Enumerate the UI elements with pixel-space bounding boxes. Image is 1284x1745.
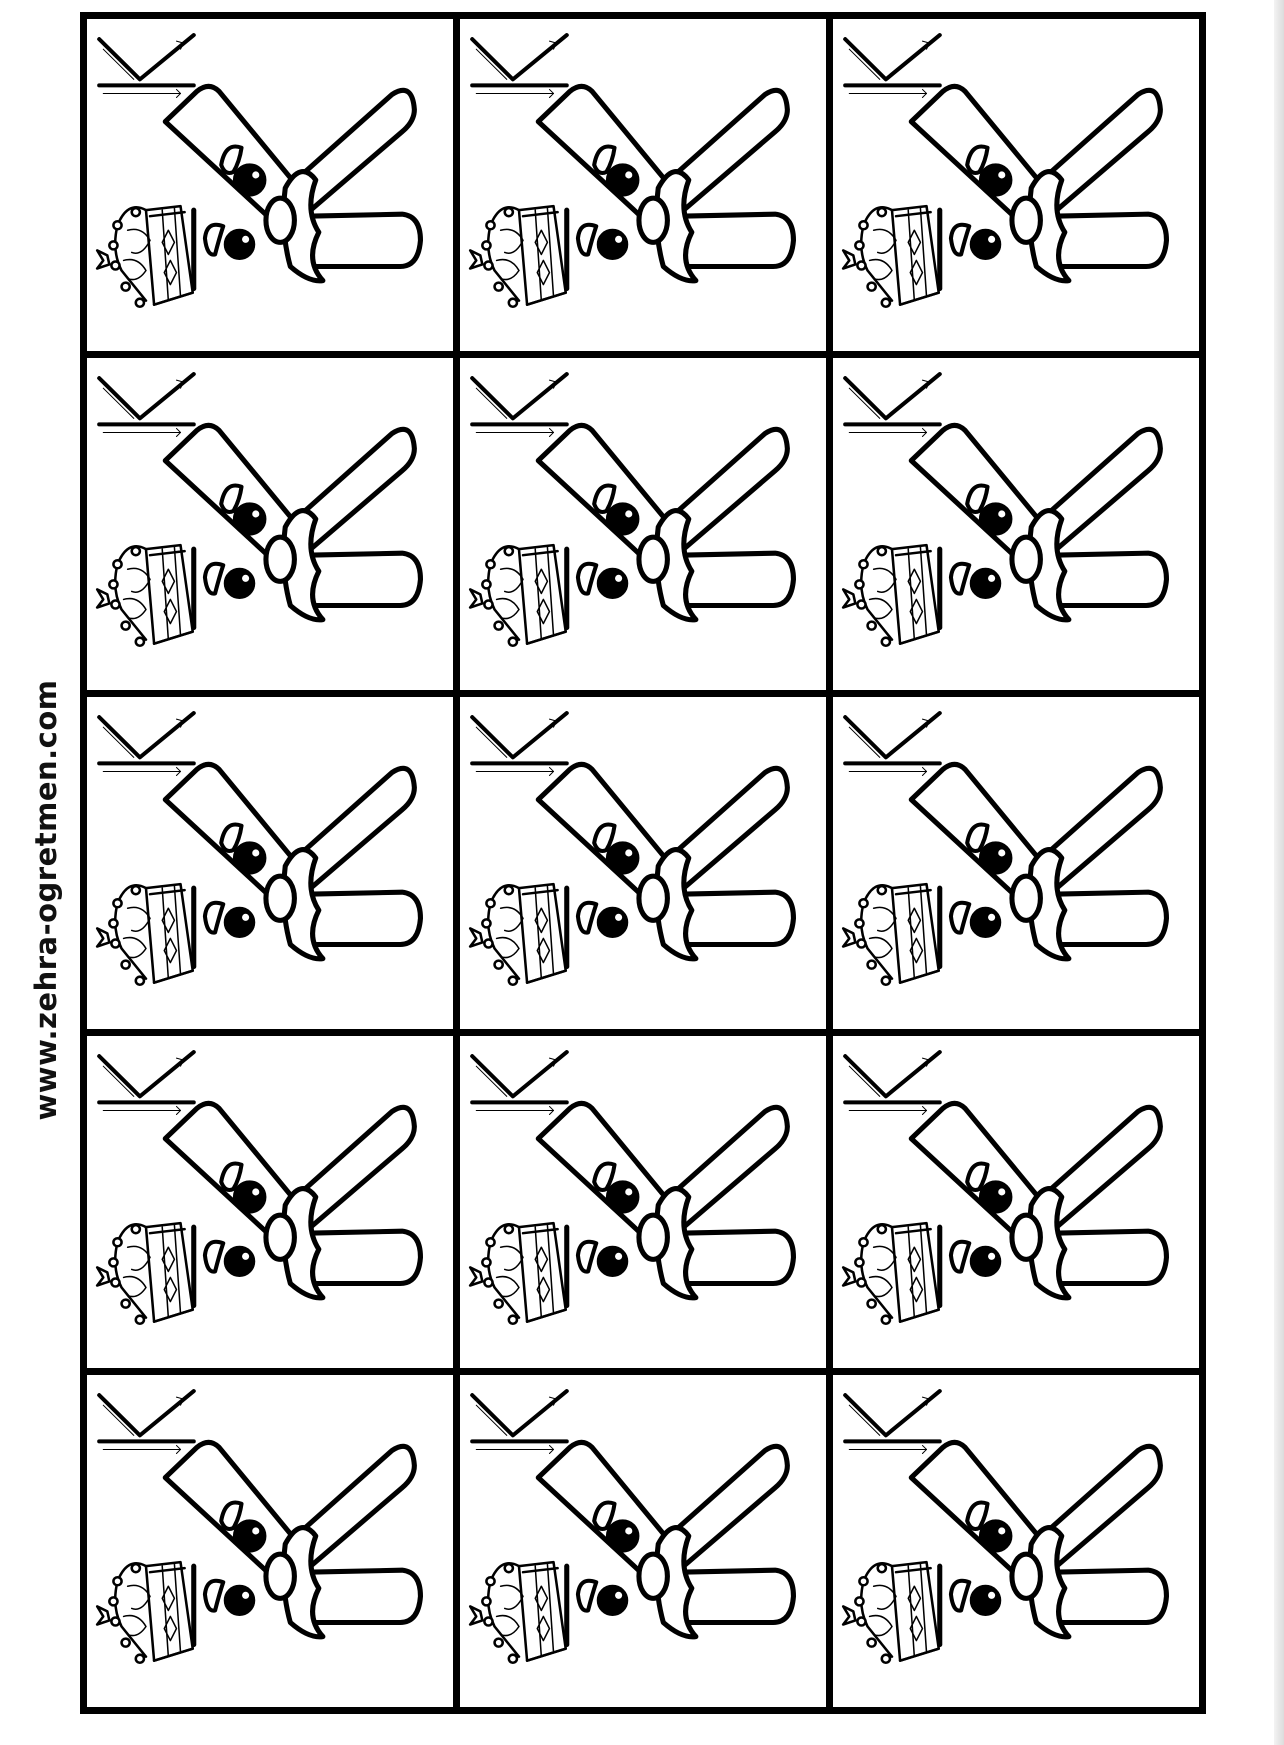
crown-icon xyxy=(841,882,941,986)
crown-icon xyxy=(468,1221,568,1325)
grid-cell xyxy=(833,1375,1199,1707)
k-stroke-guide-icon xyxy=(843,33,942,98)
king-k-character-icon xyxy=(908,1439,1170,1648)
crown-icon xyxy=(468,543,568,647)
crown-icon xyxy=(468,882,568,986)
k-stroke-guide-icon xyxy=(97,372,196,437)
grid-cell xyxy=(87,697,453,1029)
king-k-character-icon xyxy=(535,1100,797,1309)
grid-cell xyxy=(87,19,453,351)
page-edge xyxy=(1274,0,1284,1745)
grid-cell xyxy=(460,1036,826,1368)
king-k-character-icon xyxy=(535,83,797,292)
king-k-character-icon xyxy=(535,1439,797,1648)
grid-cell xyxy=(833,358,1199,690)
grid-cell xyxy=(87,1375,453,1707)
crown-icon xyxy=(95,882,195,986)
crown-icon xyxy=(841,204,941,308)
grid-cell xyxy=(87,1036,453,1368)
crown-icon xyxy=(841,543,941,647)
crown-icon xyxy=(841,1560,941,1664)
k-stroke-guide-icon xyxy=(470,372,569,437)
watermark-text: www.zehra-ogretmen.com xyxy=(29,679,63,1121)
grid-cell xyxy=(460,697,826,1029)
k-stroke-guide-icon xyxy=(470,1050,569,1115)
king-k-character-icon xyxy=(162,83,424,292)
crown-icon xyxy=(468,1560,568,1664)
k-stroke-guide-icon xyxy=(843,372,942,437)
king-k-character-icon xyxy=(908,1100,1170,1309)
king-k-character-icon xyxy=(162,1439,424,1648)
k-stroke-guide-icon xyxy=(97,1050,196,1115)
grid-cell xyxy=(833,19,1199,351)
crown-icon xyxy=(841,1221,941,1325)
k-stroke-guide-icon xyxy=(97,1389,196,1454)
k-stroke-guide-icon xyxy=(97,711,196,776)
crown-icon xyxy=(468,204,568,308)
letter-k-grid xyxy=(80,12,1206,1714)
k-stroke-guide-icon xyxy=(97,33,196,98)
king-k-character-icon xyxy=(162,761,424,970)
king-k-character-icon xyxy=(908,761,1170,970)
grid-cell xyxy=(460,358,826,690)
crown-icon xyxy=(95,1560,195,1664)
king-k-character-icon xyxy=(162,422,424,631)
grid-cell xyxy=(833,697,1199,1029)
king-k-character-icon xyxy=(535,761,797,970)
k-stroke-guide-icon xyxy=(470,1389,569,1454)
k-stroke-guide-icon xyxy=(843,1050,942,1115)
king-k-character-icon xyxy=(535,422,797,631)
grid-cell xyxy=(460,19,826,351)
grid-cell xyxy=(87,358,453,690)
crown-icon xyxy=(95,543,195,647)
k-stroke-guide-icon xyxy=(470,711,569,776)
king-k-character-icon xyxy=(162,1100,424,1309)
grid-cell xyxy=(460,1375,826,1707)
k-stroke-guide-icon xyxy=(843,711,942,776)
king-k-character-icon xyxy=(908,83,1170,292)
grid-cell xyxy=(833,1036,1199,1368)
crown-icon xyxy=(95,1221,195,1325)
crown-icon xyxy=(95,204,195,308)
k-stroke-guide-icon xyxy=(843,1389,942,1454)
k-stroke-guide-icon xyxy=(470,33,569,98)
king-k-character-icon xyxy=(908,422,1170,631)
